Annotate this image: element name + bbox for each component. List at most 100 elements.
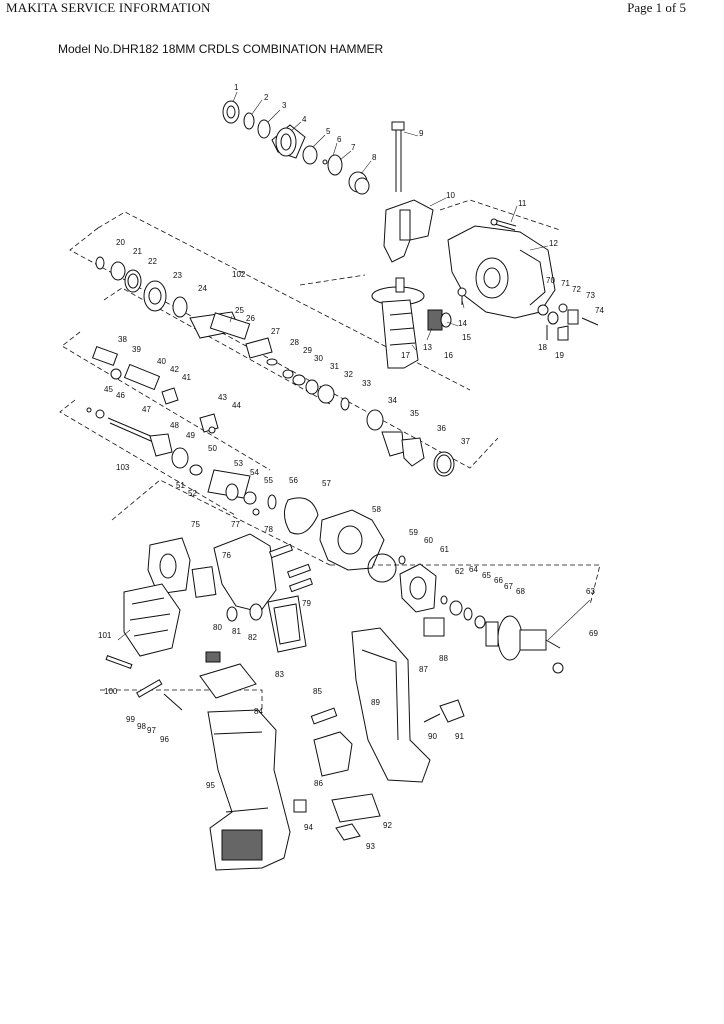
page-indicator: Page 1 of 5 <box>627 0 686 15</box>
part-label-33: 33 <box>362 379 371 388</box>
part-label-9: 9 <box>419 129 424 138</box>
part-label-29: 29 <box>303 346 312 355</box>
part-label-68: 68 <box>516 587 525 596</box>
part-label-14: 14 <box>458 319 467 328</box>
part-label-53: 53 <box>234 459 243 468</box>
part-label-99: 99 <box>126 715 135 724</box>
part-label-70: 70 <box>546 276 555 285</box>
part-label-91: 91 <box>455 732 464 741</box>
part-label-62: 62 <box>455 567 464 576</box>
group-103-parts <box>86 345 319 535</box>
part-number-labels: 1 2 3 4 5 6 7 8 9 10 11 12 13 14 15 16 1… <box>98 83 604 851</box>
side-grip-17 <box>371 277 425 369</box>
part-label-57: 57 <box>322 479 331 488</box>
parts-92-94 <box>293 793 381 841</box>
part-label-72: 72 <box>572 285 581 294</box>
part-label-73: 73 <box>586 291 595 300</box>
parts-70-74 <box>537 303 599 341</box>
part-label-85: 85 <box>313 687 322 696</box>
part-label-69: 69 <box>589 629 598 638</box>
part-label-18: 18 <box>538 343 547 352</box>
part-label-77: 77 <box>231 520 240 529</box>
part-label-50: 50 <box>208 444 217 453</box>
part-label-94: 94 <box>304 823 313 832</box>
part-label-64: 64 <box>469 565 478 574</box>
group-102-parts <box>95 256 455 477</box>
switch-parts-85-86 <box>310 707 353 777</box>
motor-housing-95 <box>207 709 291 871</box>
part-label-87: 87 <box>419 665 428 674</box>
part-label-28: 28 <box>290 338 299 347</box>
part-label-98: 98 <box>137 722 146 731</box>
part-label-10: 10 <box>446 191 455 200</box>
part-label-7: 7 <box>351 143 356 152</box>
part-label-61: 61 <box>440 545 449 554</box>
part-label-55: 55 <box>264 476 273 485</box>
switch-gear-parts <box>147 533 314 699</box>
part-label-81: 81 <box>232 627 241 636</box>
part-label-8: 8 <box>372 153 377 162</box>
part-label-88: 88 <box>439 654 448 663</box>
part-label-59: 59 <box>409 528 418 537</box>
model-title: Model No.DHR182 18MM CRDLS COMBINATION H… <box>58 42 384 56</box>
part-label-52: 52 <box>188 489 197 498</box>
chuck-parts <box>222 100 370 195</box>
part-label-21: 21 <box>133 247 142 256</box>
part-label-5: 5 <box>326 127 331 136</box>
motor-housing-89 <box>351 627 431 783</box>
part-label-66: 66 <box>494 576 503 585</box>
part-label-65: 65 <box>482 571 491 580</box>
part-label-42: 42 <box>170 365 179 374</box>
part-label-74: 74 <box>595 306 604 315</box>
part-label-67: 67 <box>504 582 513 591</box>
part-label-6: 6 <box>337 135 342 144</box>
part-label-31: 31 <box>330 362 339 371</box>
part-label-89: 89 <box>371 698 380 707</box>
part-label-92: 92 <box>383 821 392 830</box>
armature-parts <box>425 595 564 674</box>
part-label-75: 75 <box>191 520 200 529</box>
part-label-82: 82 <box>248 633 257 642</box>
part-label-13: 13 <box>423 343 432 352</box>
part-label-12: 12 <box>549 239 558 248</box>
part-label-100: 100 <box>104 687 118 696</box>
part-label-38: 38 <box>118 335 127 344</box>
part-label-36: 36 <box>437 424 446 433</box>
part-label-25: 25 <box>235 306 244 315</box>
side-handle-parts <box>383 121 434 263</box>
part-label-80: 80 <box>213 623 222 632</box>
part-label-35: 35 <box>410 409 419 418</box>
parts-90-91 <box>423 699 465 723</box>
part-label-43: 43 <box>218 393 227 402</box>
crank-housing-parts <box>319 509 437 613</box>
part-label-86: 86 <box>314 779 323 788</box>
part-label-96: 96 <box>160 735 169 744</box>
part-label-40: 40 <box>157 357 166 366</box>
part-label-41: 41 <box>182 373 191 382</box>
part-label-46: 46 <box>116 391 125 400</box>
gear-housing-12 <box>447 225 556 319</box>
part-label-101: 101 <box>98 631 112 640</box>
plate-88 <box>423 617 445 637</box>
part-label-39: 39 <box>132 345 141 354</box>
part-label-83: 83 <box>275 670 284 679</box>
part-label-45: 45 <box>104 385 113 394</box>
part-label-19: 19 <box>555 351 564 360</box>
parts-13-16 <box>427 287 467 331</box>
part-label-23: 23 <box>173 271 182 280</box>
part-label-58: 58 <box>372 505 381 514</box>
part-label-84: 84 <box>254 707 263 716</box>
part-label-76: 76 <box>222 551 231 560</box>
part-label-56: 56 <box>289 476 298 485</box>
small-parts-96-100 <box>105 655 183 711</box>
terminal-101 <box>123 583 181 657</box>
part-label-78: 78 <box>264 525 273 534</box>
part-label-54: 54 <box>250 468 259 477</box>
pin-11 <box>490 218 517 231</box>
part-label-44: 44 <box>232 401 241 410</box>
header-title: MAKITA SERVICE INFORMATION <box>6 0 211 15</box>
part-label-3: 3 <box>282 101 287 110</box>
part-label-2: 2 <box>264 93 269 102</box>
part-label-32: 32 <box>344 370 353 379</box>
